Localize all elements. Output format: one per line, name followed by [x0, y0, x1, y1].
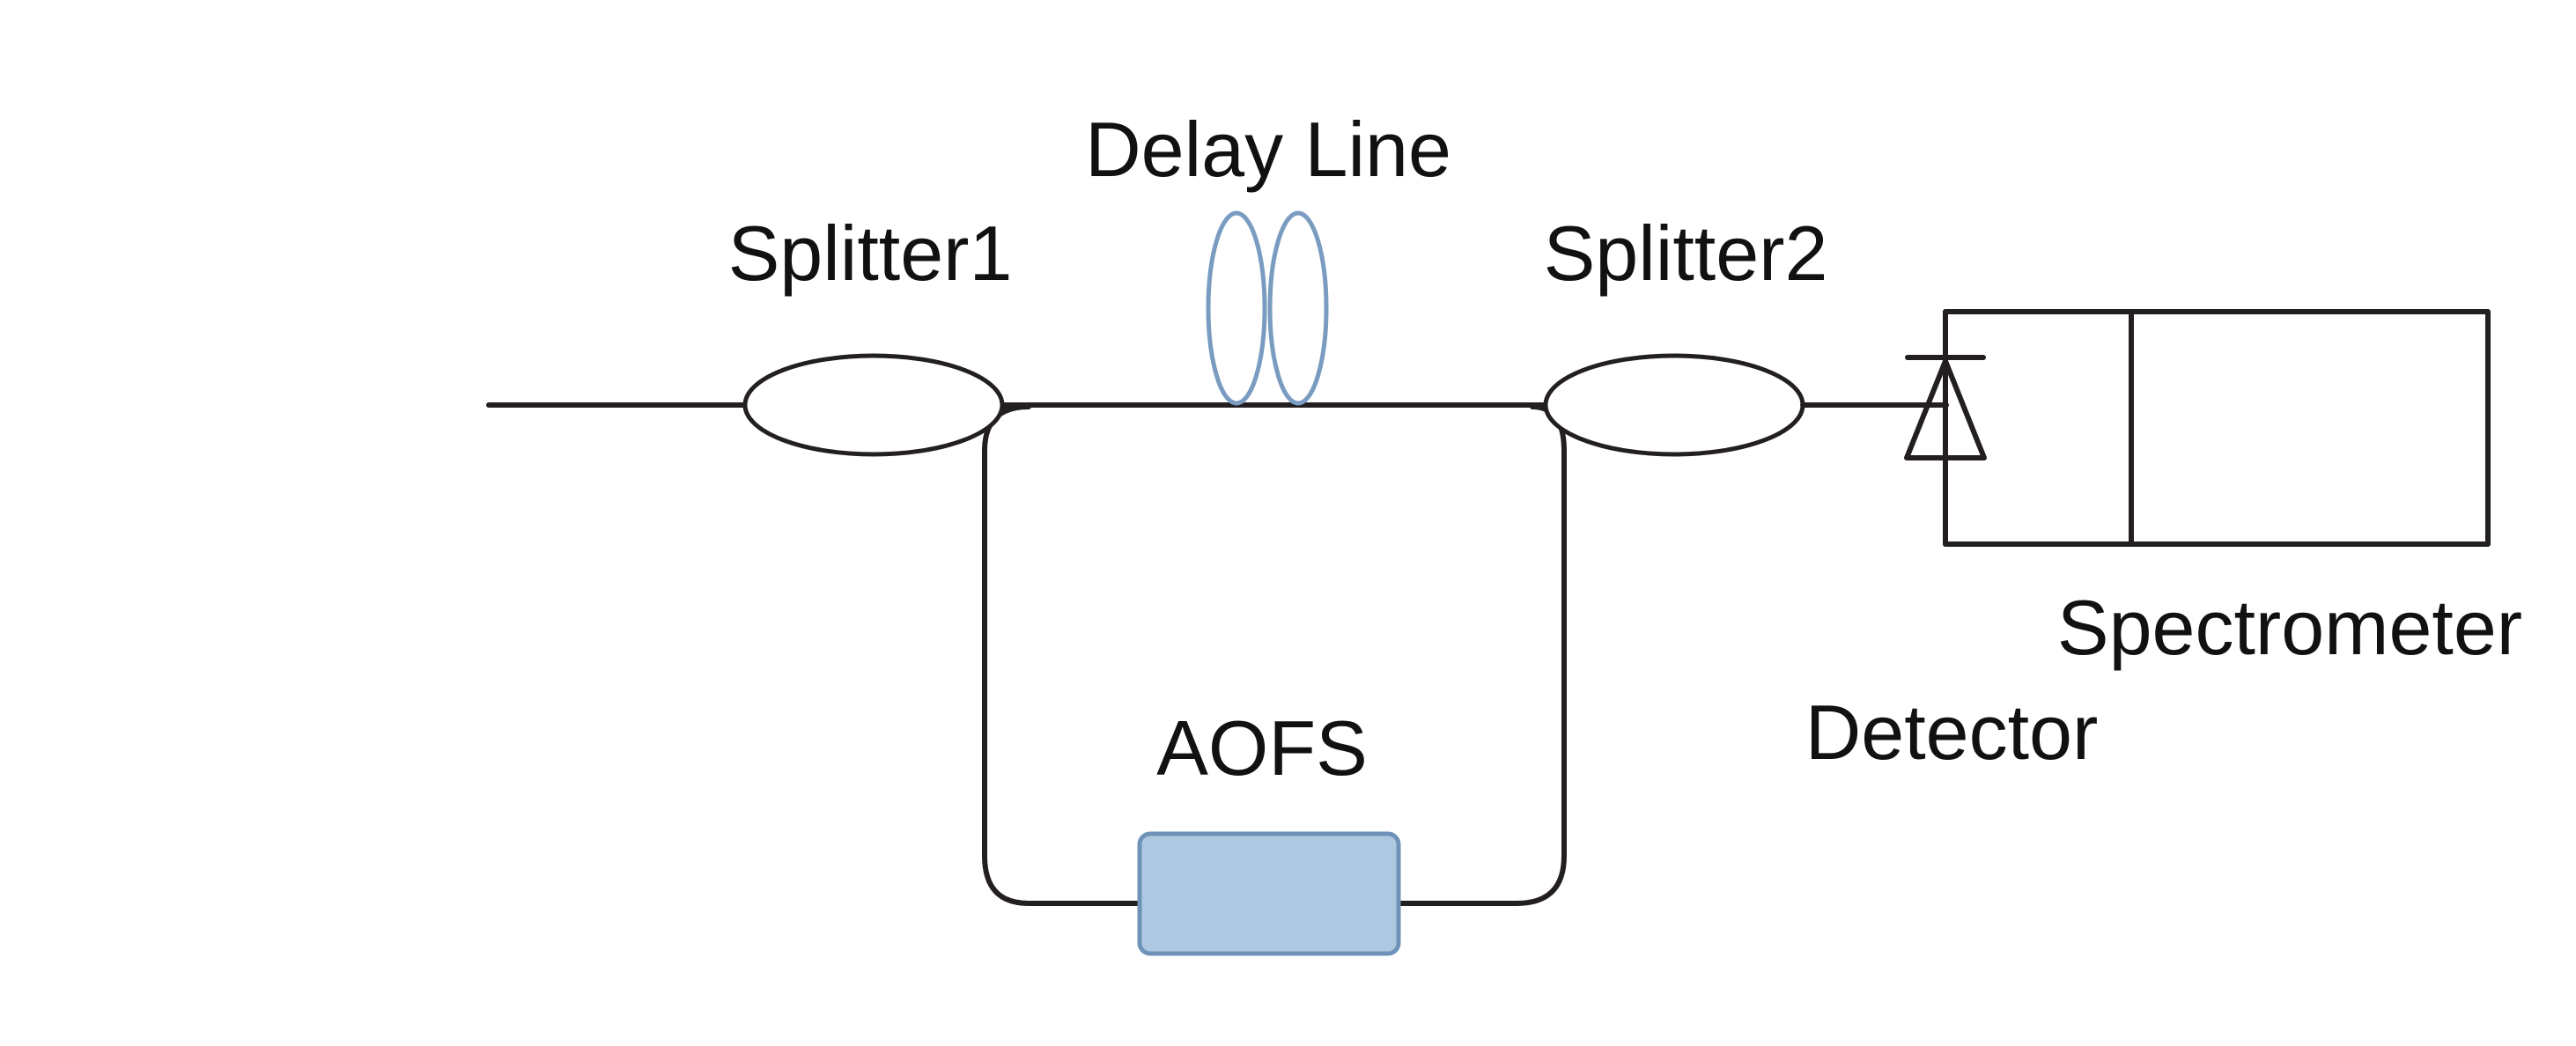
aofs-block [1137, 831, 1401, 956]
delay-coil-loop-2 [1267, 210, 1329, 406]
splitter1-coupler [742, 353, 1005, 457]
delay-coil-loop-1 [1206, 210, 1267, 406]
delay-line-coil [1206, 210, 1329, 406]
aofs-label: AOFS [1156, 704, 1368, 792]
detector-label: Detector [1805, 689, 2099, 776]
lower-arm-loop [982, 404, 1567, 906]
spectrometer-label: Spectrometer [2057, 584, 2522, 671]
splitter2-label: Splitter2 [1544, 210, 1828, 297]
splitter1-label: Splitter1 [728, 210, 1013, 297]
delay-line-label: Delay Line [1085, 106, 1451, 193]
spectrometer-outline [1943, 309, 2491, 547]
spectrometer-box [1943, 309, 2491, 547]
splitter2-coupler [1543, 353, 1805, 457]
